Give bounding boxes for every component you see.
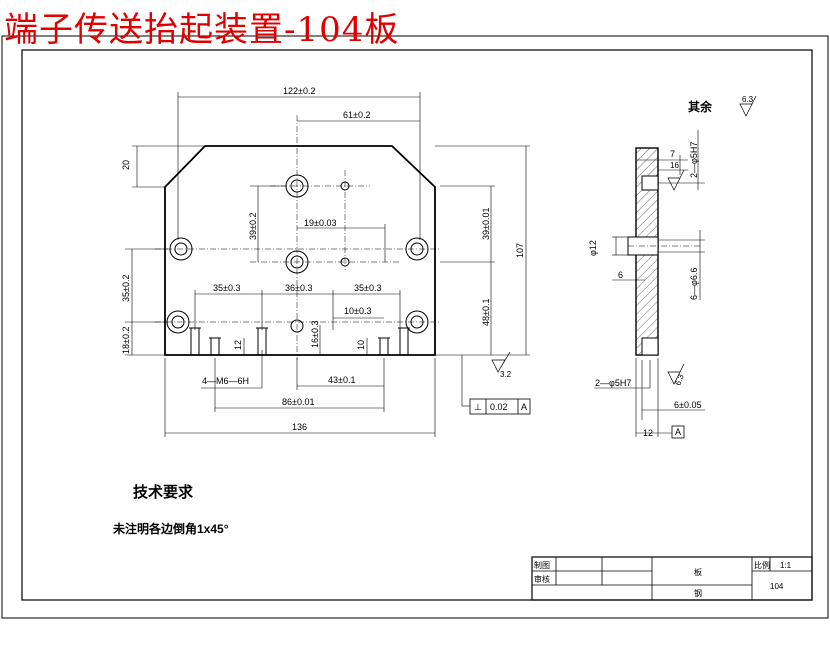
- side-roughness-bottom: 6.3: [673, 373, 685, 387]
- tb-drawing-no: 104: [770, 582, 784, 591]
- tb-checked-label: 审核: [534, 574, 550, 584]
- dim-height-16: 16±0.3: [310, 321, 320, 348]
- front-view-labels: 122±0.2 61±0.2 20 39±0.2 19±0.03 39±0.01…: [121, 86, 527, 432]
- drawing-title: 端子传送抬起装置-104板: [4, 10, 400, 50]
- threaded-hole: [398, 327, 410, 356]
- tolerance-value: 0.02: [490, 402, 508, 412]
- tolerance-symbol: ⊥: [474, 402, 482, 412]
- dim-right-top: 61±0.2: [343, 110, 370, 120]
- threaded-hole: [189, 327, 201, 356]
- roughness-bottom-value: 3.2: [500, 370, 512, 379]
- counterbore-hole: [405, 237, 429, 261]
- dim-gap-10: 10±0.3: [344, 306, 371, 316]
- tolerance-frame: [469, 398, 531, 415]
- threaded-hole: [378, 337, 390, 356]
- surface-finish-value: 6.3: [742, 95, 754, 104]
- counterbore-hole: [169, 237, 193, 261]
- pin-hole: [340, 181, 350, 191]
- title-block: [531, 556, 813, 601]
- tb-material: 钢: [694, 588, 702, 598]
- dim-bottom-86: 86±0.01: [282, 397, 314, 407]
- dim-overall-width: 136: [292, 422, 307, 432]
- dim-left-35: 35±0.2: [121, 275, 131, 302]
- dim-right-39: 39±0.01: [481, 208, 491, 240]
- side-view-labels: 7 16 2—φ5H7 φ12 6 6—φ6.6 2—φ5H7 6.3 6±0.…: [588, 142, 701, 438]
- tb-drawn-label: 制图: [534, 560, 550, 570]
- plate-outline: [164, 145, 436, 356]
- dim-left-18: 18±0.2: [121, 327, 131, 354]
- tech-req-note: 未注明各边倒角1x45°: [112, 521, 229, 536]
- counterbore-hole: [285, 174, 309, 198]
- pin-hole: [290, 319, 304, 333]
- tb-scale-label: 比例: [754, 560, 770, 570]
- side-offset-6: 6±0.05: [674, 400, 701, 410]
- counterbore-hole: [285, 250, 309, 274]
- front-view: [125, 92, 531, 437]
- outer-border: [1, 35, 829, 619]
- tb-part-name: 板: [694, 567, 702, 577]
- dim-hole-h-19: 19±0.03: [304, 218, 336, 228]
- dim-hole-v-39: 39±0.2: [248, 213, 258, 240]
- dim-chamfer-height: 20: [121, 160, 131, 170]
- side-datum: A: [675, 427, 681, 437]
- threaded-hole: [209, 337, 221, 356]
- dim-height-12: 12: [233, 340, 243, 350]
- side-hole-bottom: 2—φ5H7: [595, 378, 631, 388]
- tb-scale-value: 1:1: [780, 561, 792, 570]
- side-hole-top: 2—φ5H7: [689, 142, 699, 178]
- side-hole-66: 6—φ6.6: [689, 268, 699, 300]
- side-depth-6: 6: [618, 270, 623, 280]
- side-dia-12: φ12: [588, 240, 598, 256]
- surface-finish-note: 其余 6.3: [688, 95, 757, 117]
- counterbore-hole: [405, 310, 429, 334]
- side-view: [594, 130, 705, 439]
- inner-border: [21, 49, 813, 601]
- side-dim-16: 16: [670, 161, 679, 170]
- dim-right-48: 48±0.1: [481, 299, 491, 326]
- tech-req-heading: 技术要求: [133, 483, 194, 501]
- side-dim-7: 7: [670, 149, 675, 159]
- pin-hole: [340, 257, 350, 267]
- dim-row-35-right: 35±0.3: [354, 283, 381, 293]
- dim-bottom-43: 43±0.1: [328, 375, 355, 385]
- dim-overall-height: 107: [515, 243, 525, 258]
- dim-row-35-left: 35±0.3: [213, 283, 240, 293]
- side-thickness-12: 12: [643, 428, 653, 438]
- dim-overall-top: 122±0.2: [283, 86, 315, 96]
- title-block-labels: 制图 审核 板 钢 比例 1:1 104: [534, 560, 792, 598]
- thread-note: 4—M6—6H: [202, 376, 249, 386]
- dim-height-10: 10: [356, 340, 366, 350]
- surface-finish-label: 其余: [688, 99, 713, 114]
- tolerance-datum: A: [521, 402, 527, 412]
- dim-row-36: 36±0.3: [285, 283, 312, 293]
